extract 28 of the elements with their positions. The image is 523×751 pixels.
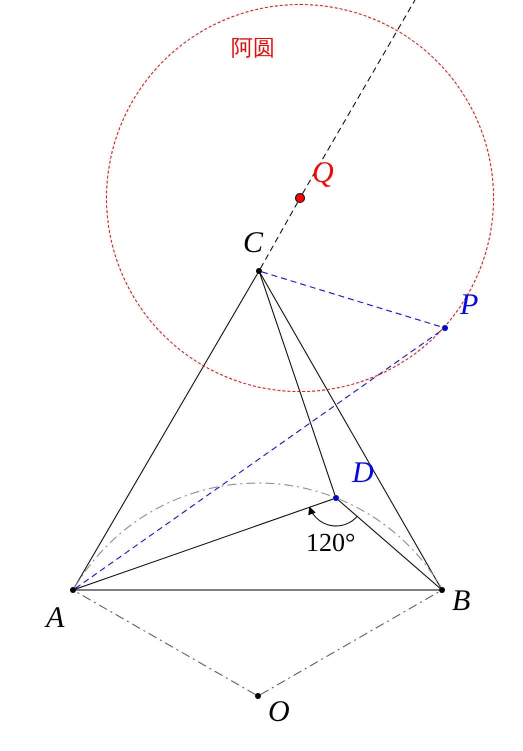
circle-label: 阿圆 <box>231 35 275 63</box>
point-dot <box>333 495 339 501</box>
point-label: O <box>268 697 290 727</box>
point-dot <box>439 587 445 593</box>
point-label: Q <box>312 158 334 188</box>
point-label: B <box>452 586 470 616</box>
arc-line <box>74 482 442 588</box>
point-dot <box>70 587 76 593</box>
point-label: A <box>46 603 64 633</box>
dashed-line <box>75 329 443 589</box>
dashed-line <box>302 0 416 194</box>
dashed-line <box>260 591 440 695</box>
dashed-line <box>75 591 256 695</box>
point-label: P <box>460 290 478 320</box>
point-dot <box>255 693 261 699</box>
point-label: D <box>352 458 374 488</box>
dashed-line <box>260 202 298 269</box>
angle-label: 120° <box>306 528 356 558</box>
segment-line <box>75 498 334 590</box>
segment-line <box>74 273 258 588</box>
point-dot <box>295 193 305 203</box>
point-dot <box>256 268 262 274</box>
point-label: C <box>243 228 264 258</box>
segment-line <box>338 500 440 588</box>
circle-outline <box>106 4 494 392</box>
segment-line <box>260 273 336 496</box>
segment-line <box>260 273 441 588</box>
dashed-line <box>261 271 443 328</box>
